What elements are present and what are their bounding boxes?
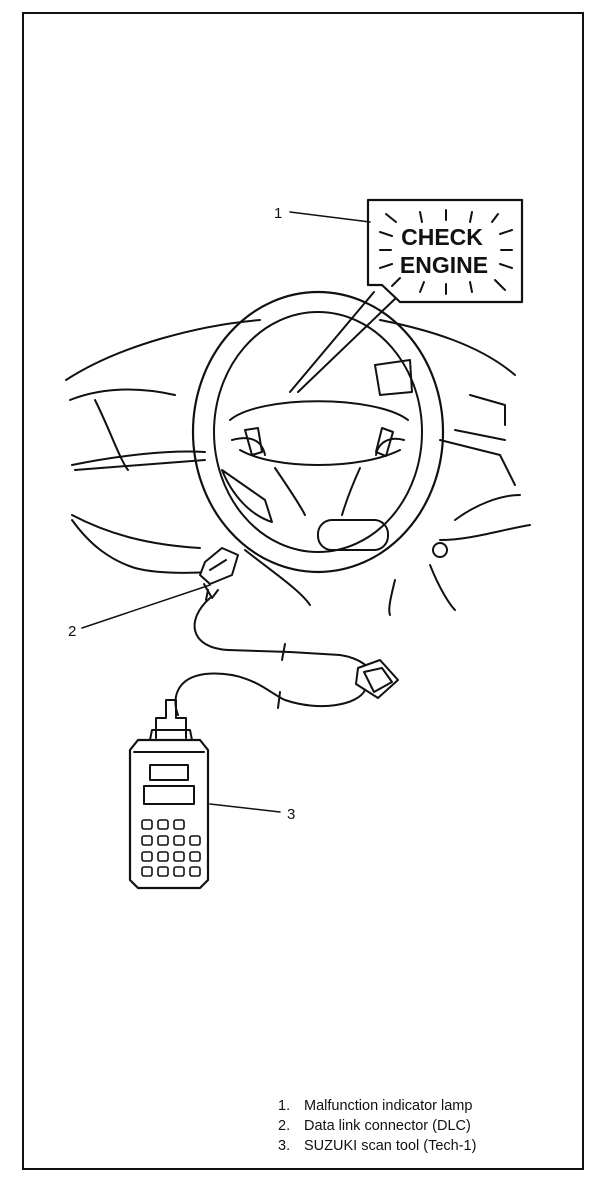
callout-2: 2 [68, 623, 76, 640]
scan-tool-cable [174, 597, 373, 716]
callout-1: 1 [274, 205, 282, 222]
lamp-glow-marks [379, 209, 513, 295]
mil-pointer-line [289, 291, 375, 393]
mil-pointer-line [297, 295, 399, 393]
legend-item: 3.SUZUKI scan tool (Tech-1) [278, 1138, 477, 1154]
scan-tool-screen-top [149, 764, 189, 781]
scan-tool-keypad [141, 819, 201, 877]
diagram-frame [22, 12, 584, 1170]
callout-2-leader [81, 584, 211, 629]
scan-tool-device [128, 699, 210, 890]
legend: 1.Malfunction indicator lamp 2.Data link… [278, 1096, 476, 1156]
check-engine-panel [366, 198, 524, 304]
callout-1-leader [289, 211, 371, 223]
legend-item: 1.Malfunction indicator lamp [278, 1098, 473, 1114]
data-link-connector [199, 547, 239, 601]
cable-adapter [355, 659, 399, 699]
legend-item: 2.Data link connector (DLC) [278, 1118, 471, 1134]
scan-tool-screen [143, 785, 195, 805]
steering-wheel [191, 290, 445, 574]
callout-3-leader [209, 803, 281, 813]
callout-3: 3 [287, 806, 295, 823]
mil-text-check: CHECK [401, 224, 483, 250]
mil-text-engine: ENGINE [400, 252, 488, 278]
